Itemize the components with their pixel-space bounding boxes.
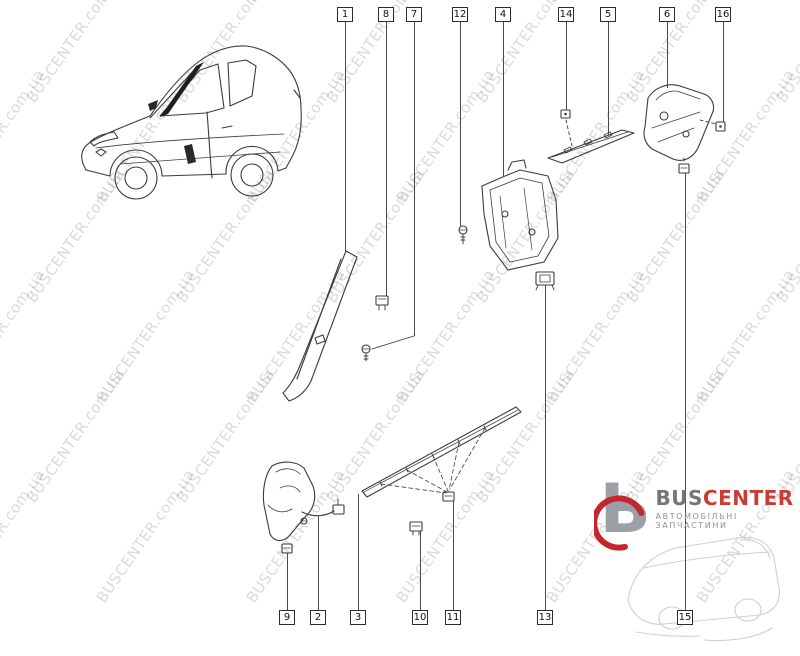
callout-4: 4 <box>495 7 511 22</box>
logo-title: BUSCENTER <box>656 488 800 508</box>
logo-text-center: CENTER <box>702 486 794 510</box>
leader-line-10 <box>420 531 421 610</box>
logo-text-bus: BUS <box>655 486 703 510</box>
callout-15: 15 <box>677 610 693 625</box>
part-b-pillar-trim <box>458 159 559 291</box>
leader-line-14 <box>566 22 567 110</box>
callout-9: 9 <box>279 610 295 625</box>
part-sill-strip <box>361 406 522 536</box>
callout-5: 5 <box>600 7 616 22</box>
callout-8: 8 <box>378 7 394 22</box>
leader-line-9 <box>287 553 288 610</box>
callout-3: 3 <box>350 610 366 625</box>
callout-10: 10 <box>412 610 428 625</box>
buscenter-logo-icon: Ь <box>594 469 651 551</box>
leader-line-5 <box>608 22 609 135</box>
leader-line-4 <box>503 22 504 177</box>
callout-14: 14 <box>558 7 574 22</box>
car-sketch <box>81 45 302 200</box>
callout-6: 6 <box>659 7 675 22</box>
leader-line-6 <box>667 22 668 88</box>
part-a-pillar-trim <box>282 250 415 402</box>
leader-line-16 <box>723 22 724 122</box>
logo-subtitle: АВТОМОБІЛЬНІ ЗАПЧАСТИНИ <box>655 512 738 530</box>
logo-text-block: BUSCENTER АВТОМОБІЛЬНІ ЗАПЧАСТИНИ <box>656 488 800 530</box>
buscenter-logo: Ь BUSCENTER АВТОМОБІЛЬНІ ЗАПЧАСТИНИ <box>594 464 800 564</box>
leader-line-3 <box>358 494 359 610</box>
leader-line-15 <box>685 173 686 610</box>
callout-12: 12 <box>452 7 468 22</box>
svg-text:Ь: Ь <box>599 469 650 548</box>
leader-line-13 <box>545 285 546 610</box>
callout-7: 7 <box>406 7 422 22</box>
van-sketch <box>627 536 780 641</box>
callout-13: 13 <box>537 610 553 625</box>
callout-2: 2 <box>310 610 326 625</box>
leader-line-8 <box>386 22 387 296</box>
callout-11: 11 <box>445 610 461 625</box>
part-rear-step-trim <box>547 109 635 164</box>
leader-line-12 <box>460 22 461 226</box>
part-front-kick-panel <box>262 461 345 554</box>
leader-line-7 <box>414 22 415 336</box>
part-c-pillar-trim <box>643 84 726 174</box>
leader-line-2 <box>318 516 319 610</box>
leader-line-11 <box>453 501 454 610</box>
callout-16: 16 <box>715 7 731 22</box>
leader-line-1 <box>345 22 346 253</box>
callout-1: 1 <box>337 7 353 22</box>
